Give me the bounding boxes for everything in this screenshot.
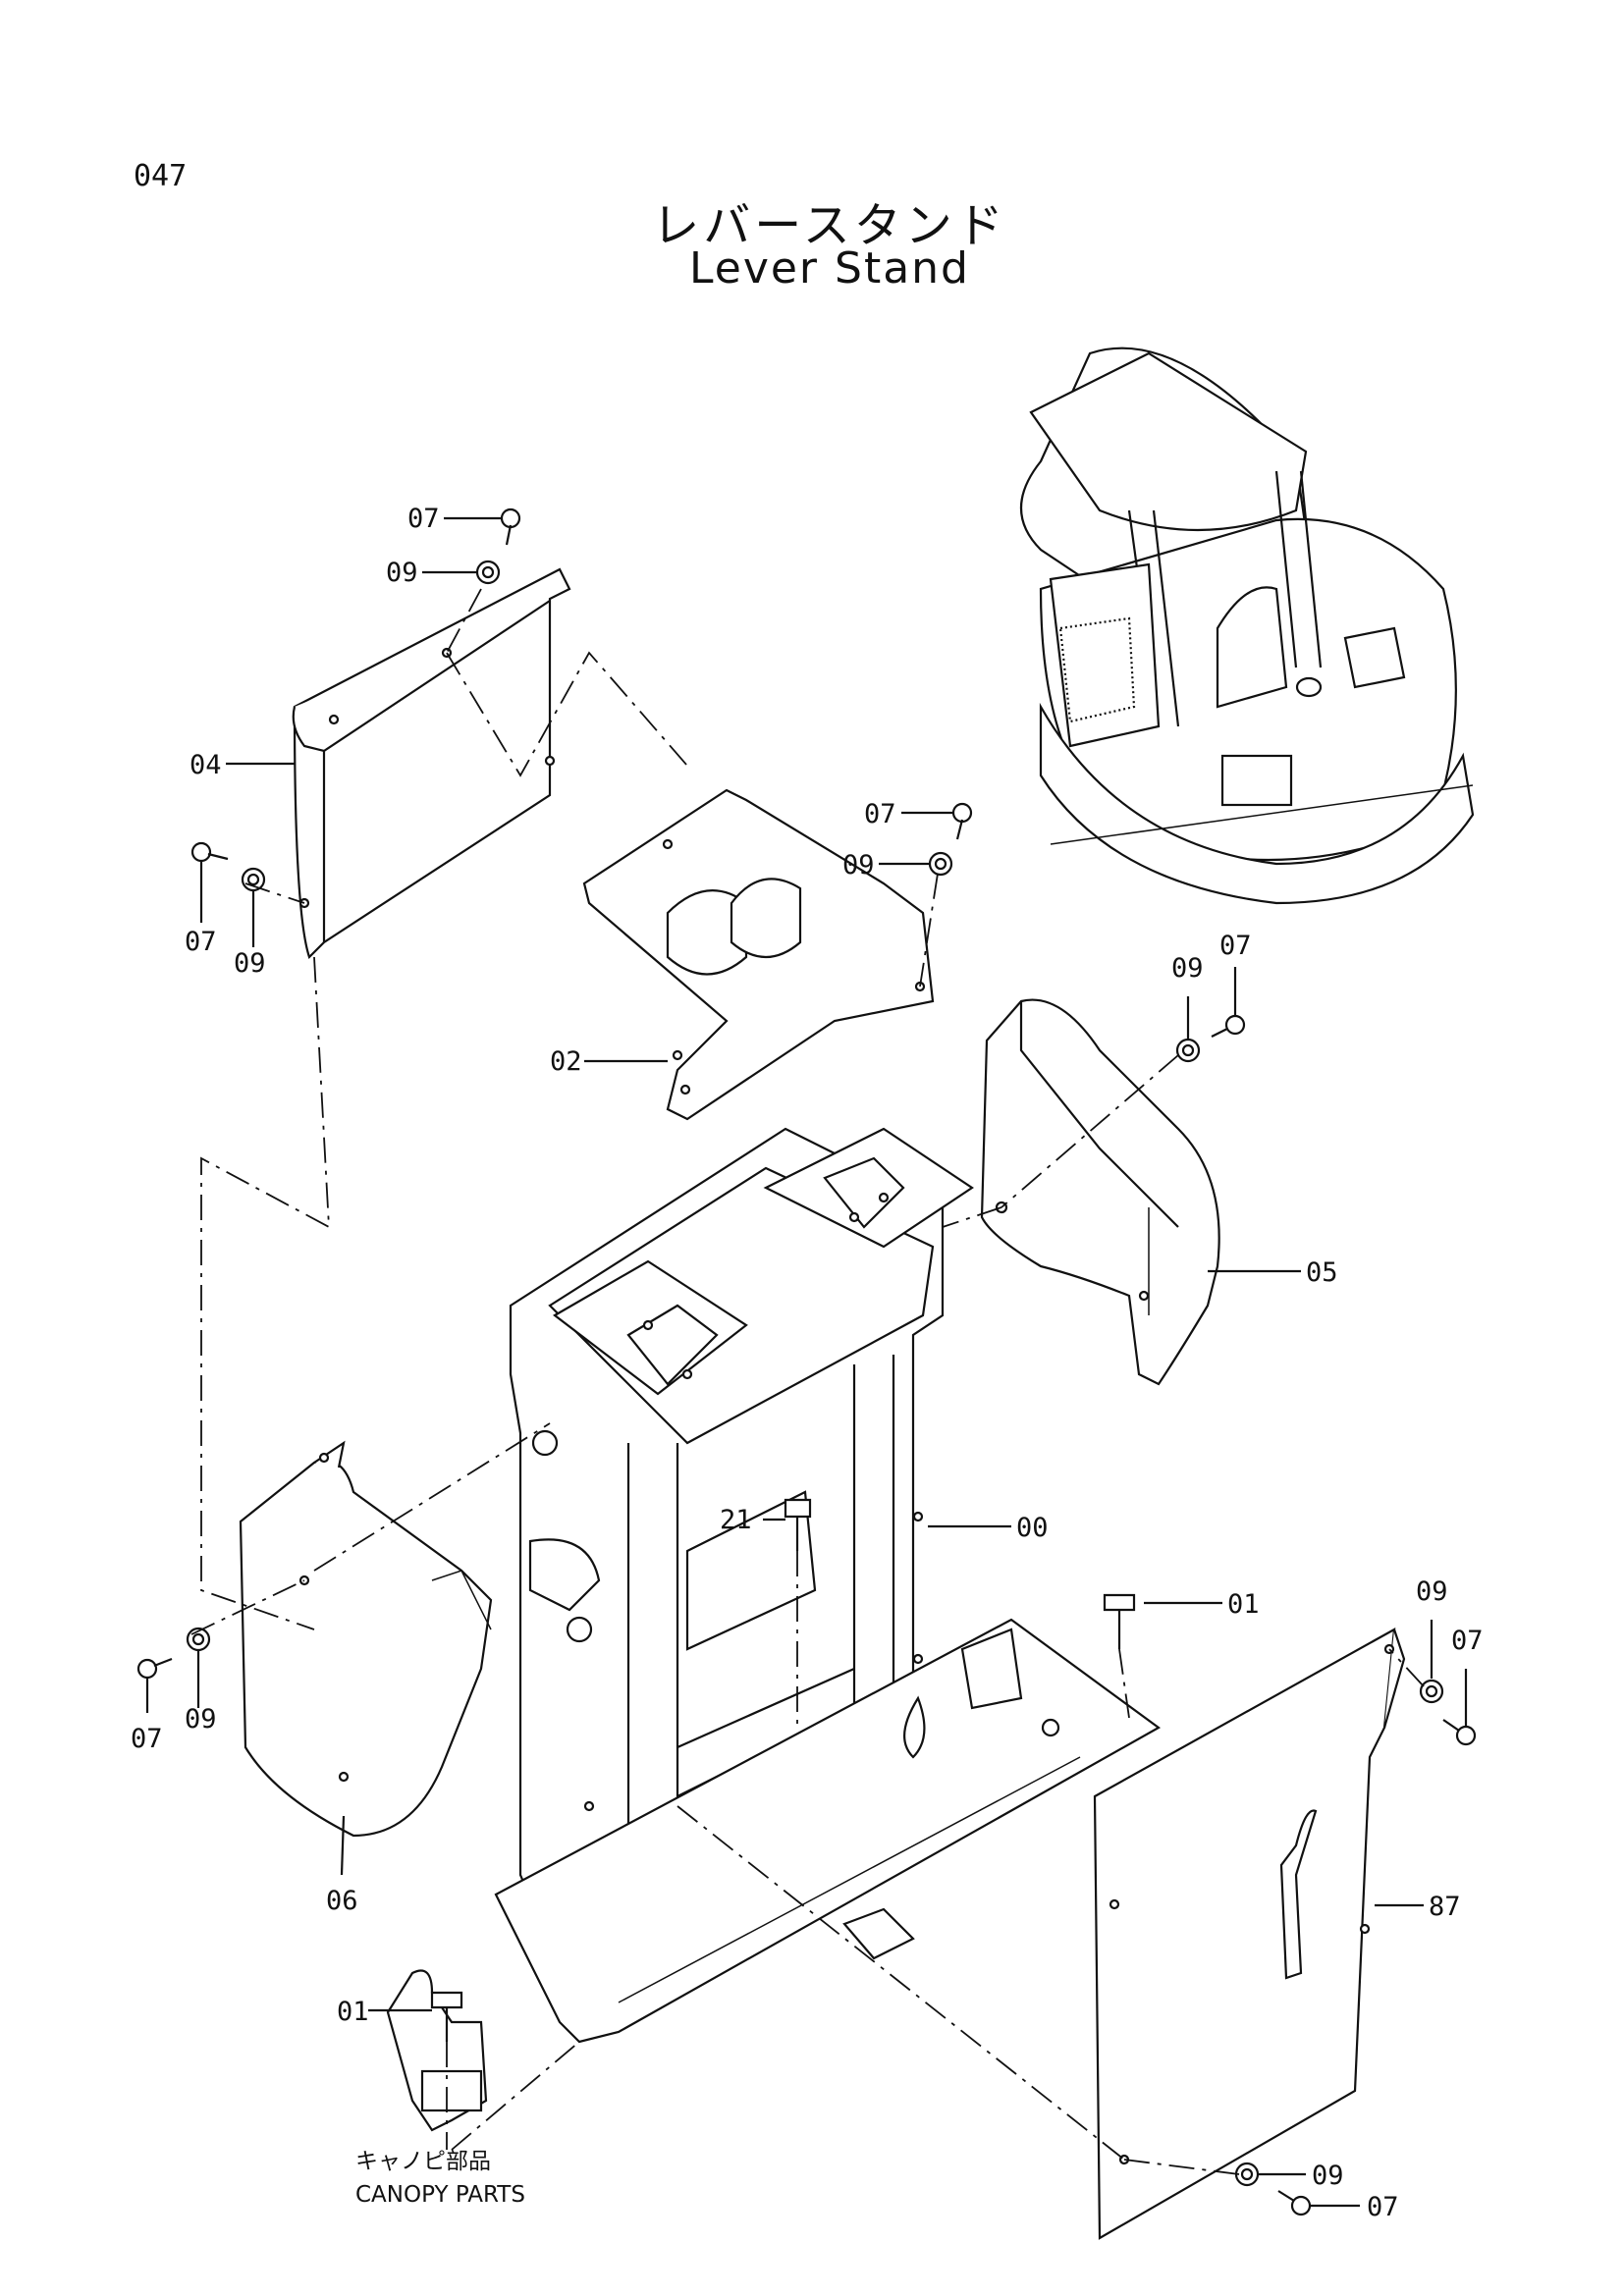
bolt-07-mid (951, 802, 973, 840)
bolt-01-right (1103, 1593, 1136, 1649)
part-87-panel (1093, 1628, 1406, 2240)
callout-21: 21 (720, 1505, 752, 1535)
washer-09-far (1419, 1679, 1444, 1704)
callout-02: 02 (550, 1046, 582, 1077)
callout-07: 07 (1451, 1626, 1484, 1656)
callout-04: 04 (189, 750, 222, 780)
diagram-title-japanese: レバースタンド (652, 198, 1007, 253)
fasteners (136, 507, 1477, 2216)
page-number: 047 (134, 159, 188, 193)
bolt-07-far (1442, 1719, 1477, 1746)
callout-07: 07 (1219, 931, 1252, 961)
callout-07: 07 (1367, 2192, 1399, 2222)
leader-lines (145, 516, 1468, 2208)
callout-07: 07 (864, 799, 896, 829)
bolt-07-left (190, 841, 229, 863)
callout-87: 87 (1429, 1892, 1461, 1922)
washer-09-left (241, 867, 266, 892)
bolt-07-bottom (1277, 2190, 1312, 2216)
callout-09: 09 (386, 558, 418, 588)
callout-07: 07 (131, 1724, 163, 1754)
canopy-note-japanese: キャノピ部品 (355, 2149, 491, 2174)
callout-07: 07 (407, 504, 440, 534)
bolt-01-left (430, 1991, 463, 2042)
callout-06: 06 (326, 1886, 358, 1916)
callout-09: 09 (1312, 2161, 1344, 2191)
washer-09-bottom (1234, 2162, 1260, 2187)
base-plate (494, 1618, 1162, 2044)
callout-09: 09 (1171, 953, 1204, 984)
washer-09-right (1175, 1038, 1201, 1063)
diagram-title-english: Lever Stand (689, 243, 970, 294)
washer-09-top (475, 560, 501, 585)
callout-09: 09 (234, 948, 266, 979)
callout-01: 01 (337, 1997, 369, 2027)
callout-05: 05 (1306, 1257, 1338, 1288)
part-04-cover (292, 567, 571, 960)
machine-overview-illustration (1020, 347, 1475, 905)
callout-09: 09 (842, 850, 875, 881)
canopy-note-english: CANOPY PARTS (355, 2182, 525, 2208)
part-06-cover (239, 1440, 493, 1838)
callout-09: 09 (185, 1704, 217, 1735)
bolt-07-right (1211, 1014, 1246, 1038)
callout-09: 09 (1416, 1576, 1448, 1607)
assembly-lines (190, 588, 1425, 2175)
bolt-07-top (500, 507, 521, 546)
washer-09-mid (928, 851, 953, 877)
bolt-21 (784, 1498, 812, 1551)
callout-07: 07 (185, 927, 217, 957)
callout-01: 01 (1227, 1589, 1260, 1620)
callout-labels: 07 09 04 07 09 07 09 02 09 07 05 21 00 0… (131, 504, 1484, 2222)
callout-00: 00 (1016, 1513, 1049, 1543)
bolt-07-lowleft (136, 1657, 173, 1680)
part-02-plate (582, 788, 935, 1121)
canopy-parts-note: キャノピ部品 CANOPY PARTS (355, 2145, 525, 2212)
